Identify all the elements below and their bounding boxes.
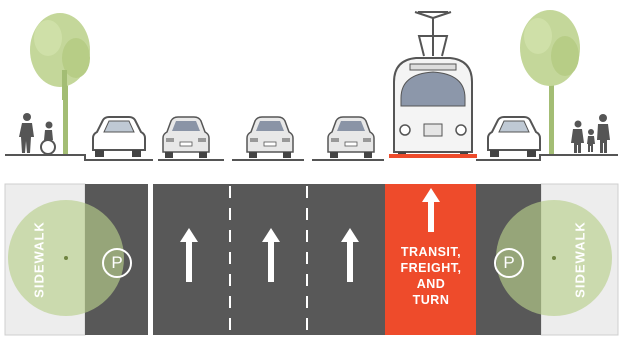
car-rear-icon (162, 116, 210, 158)
plan-view (4, 183, 619, 336)
tree-icon (30, 13, 90, 156)
arrow-up-icon (262, 228, 280, 282)
sidewalk-label-right: SIDEWALK (572, 221, 588, 298)
sidewalk-label-left: SIDEWALK (31, 221, 47, 298)
parking-icon: P (494, 248, 524, 278)
streetcar-icon (389, 11, 477, 158)
transit-label-line: FREIGHT, (400, 261, 462, 275)
transit-lane-label: TRANSIT, FREIGHT, AND TURN (386, 244, 476, 308)
car-rear-icon (327, 116, 375, 158)
transit-label-line: AND (416, 277, 446, 291)
parked-car-icon (487, 116, 541, 157)
ground-line (5, 154, 618, 161)
parking-icon: P (102, 248, 132, 278)
arrow-up-icon (341, 228, 359, 282)
parked-car-icon (92, 116, 146, 157)
pedestrian-icon (571, 114, 610, 153)
transit-label-line: TRANSIT, (400, 245, 462, 259)
lane-dashes (229, 186, 308, 335)
tree-icon (520, 10, 580, 156)
arrow-up-icon (180, 228, 198, 282)
arrow-up-icon (422, 188, 440, 232)
pedestrian-icon (19, 113, 34, 153)
transit-label-line: TURN (412, 293, 450, 307)
elevation-view (5, 10, 618, 161)
car-rear-icon (246, 116, 294, 158)
wheelchair-user-icon (40, 121, 56, 155)
